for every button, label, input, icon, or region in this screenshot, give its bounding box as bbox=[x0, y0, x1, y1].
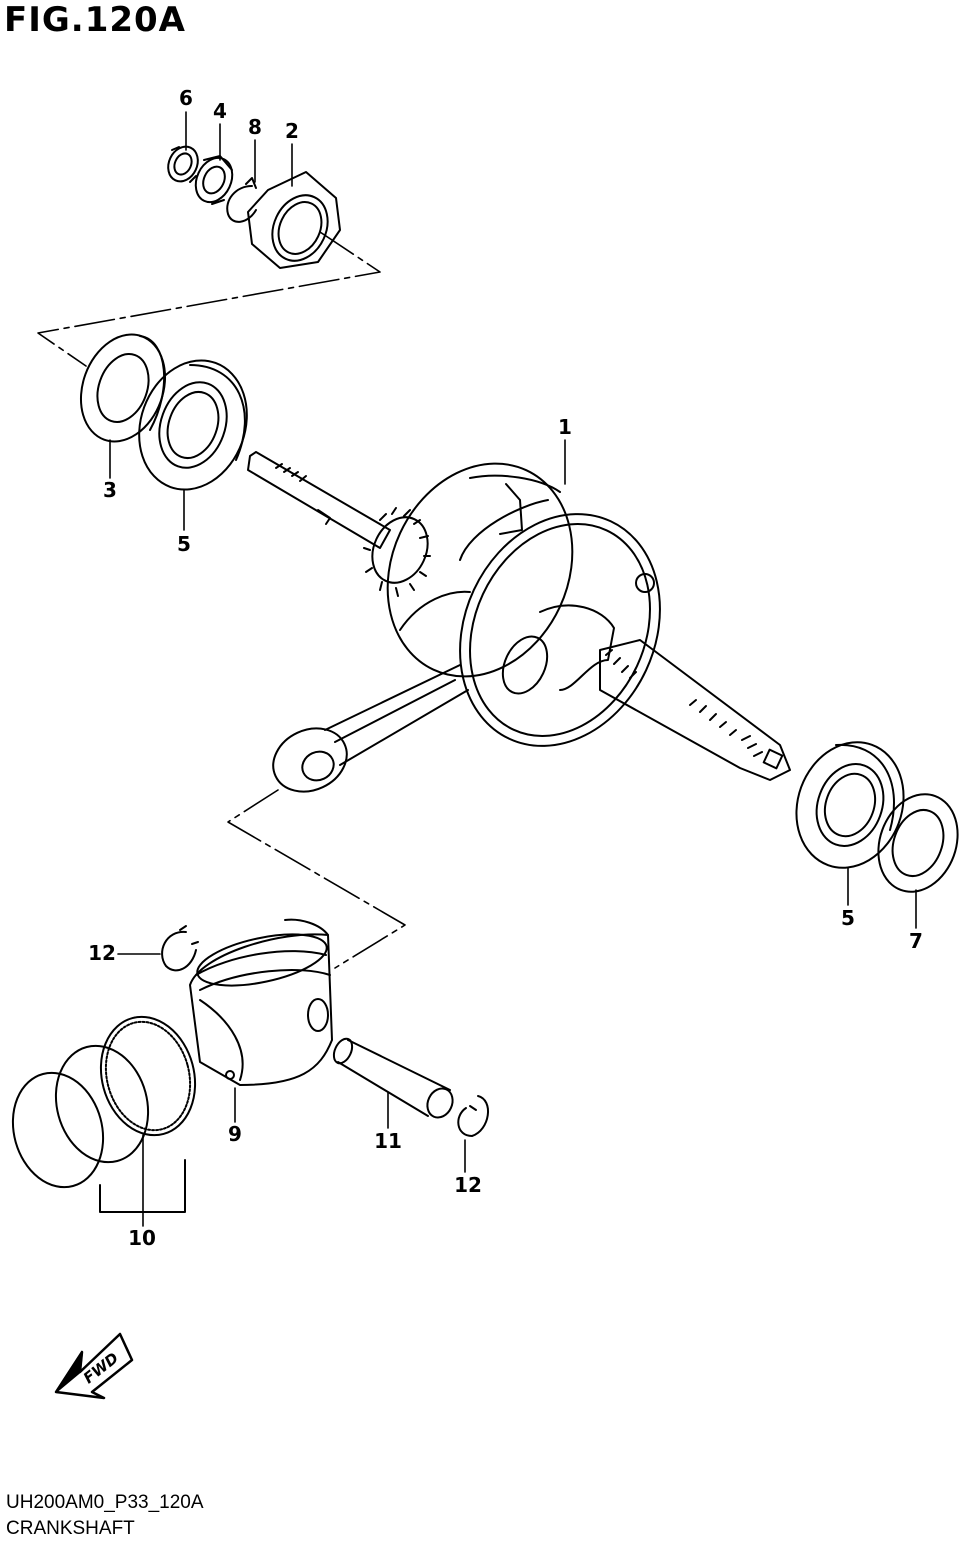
part-12-circlip-lower[interactable] bbox=[457, 1095, 490, 1137]
part-11-piston-pin[interactable] bbox=[330, 1036, 457, 1122]
callout-5-right: 5 bbox=[841, 906, 855, 930]
fwd-arrow-icon: FWD bbox=[54, 1332, 134, 1400]
leader-lines bbox=[109, 111, 917, 1227]
part-4-bearing[interactable] bbox=[189, 152, 239, 208]
figure-title: FIG.120A bbox=[4, 0, 186, 40]
assembly-guide-lines bbox=[37, 231, 406, 969]
part-5-bearing-left[interactable] bbox=[122, 345, 265, 505]
callout-8: 8 bbox=[248, 115, 262, 139]
callout-10: 10 bbox=[128, 1226, 156, 1250]
callout-2: 2 bbox=[285, 119, 299, 143]
part-1-crankshaft[interactable] bbox=[247, 433, 791, 803]
callout-9: 9 bbox=[228, 1122, 242, 1146]
part-10-piston-ring-set[interactable] bbox=[0, 1006, 207, 1213]
part-6-bearing-small[interactable] bbox=[163, 142, 204, 186]
part-12-circlip-upper[interactable] bbox=[161, 925, 199, 972]
part-9-piston[interactable] bbox=[189, 918, 333, 1086]
callout-1: 1 bbox=[558, 415, 572, 439]
diagram-caption: CRANKSHAFT bbox=[6, 1518, 135, 1539]
callout-11: 11 bbox=[374, 1129, 402, 1153]
callout-3: 3 bbox=[103, 478, 117, 502]
part-8-circlip[interactable] bbox=[226, 177, 257, 223]
callout-12-upper: 12 bbox=[88, 941, 116, 965]
callout-5-left: 5 bbox=[177, 532, 191, 556]
part-3-oil-seal[interactable] bbox=[67, 323, 180, 454]
part-2-nut[interactable] bbox=[247, 171, 341, 270]
part-7-oil-seal[interactable] bbox=[865, 783, 960, 903]
part-5-bearing-right[interactable] bbox=[779, 727, 921, 883]
callout-labels: 1 2 3 4 5 5 6 7 8 9 10 11 12 12 bbox=[88, 86, 923, 1250]
callout-6: 6 bbox=[179, 86, 193, 110]
callout-7: 7 bbox=[909, 929, 923, 953]
callout-12-lower: 12 bbox=[454, 1173, 482, 1197]
diagram-code: UH200AM0_P33_120A bbox=[6, 1492, 204, 1513]
callout-4: 4 bbox=[213, 99, 227, 123]
